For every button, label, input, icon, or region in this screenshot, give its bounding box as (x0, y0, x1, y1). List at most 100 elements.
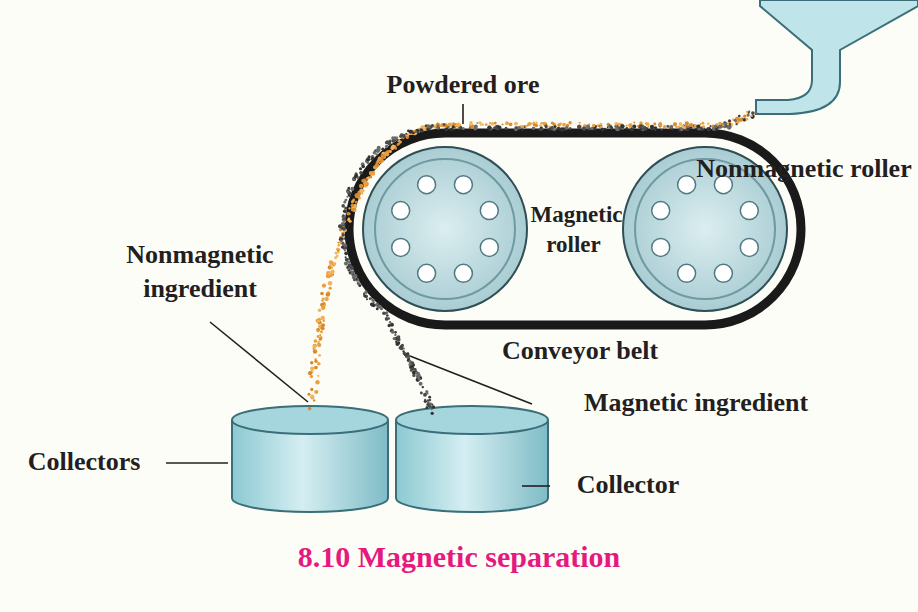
magnetic-grain (372, 303, 376, 307)
magnetic-grain (361, 165, 365, 169)
magnetic-grain (396, 136, 398, 138)
nonmagnetic-grain (318, 320, 322, 324)
ore-grain (728, 120, 731, 123)
ore-grain (604, 128, 606, 130)
magnetic-grain (370, 158, 372, 160)
nonmagnetic-grain (307, 393, 310, 396)
ore-grain (751, 115, 753, 117)
nonmagnetic-grain (328, 281, 333, 286)
roller-holes (392, 176, 759, 283)
label-box: Magnetic ingredient (536, 386, 856, 420)
nonmagnetic-grain (396, 143, 399, 146)
magnetic-grain (426, 124, 430, 128)
nonmagnetic-grain (337, 242, 339, 244)
magnetic-grain (344, 256, 346, 258)
ore-grain (628, 123, 632, 127)
ore-grain (626, 125, 628, 127)
magnetic-grain (354, 175, 357, 178)
ore-grain (747, 114, 750, 117)
ore-grain (592, 124, 596, 128)
nonmagnetic-grain (380, 154, 384, 158)
label-box: Nonmagnetic ingredient (95, 238, 305, 306)
ore-grain (487, 126, 491, 130)
hopper-funnel (756, 0, 918, 114)
magnetic-grain (352, 178, 355, 181)
nonmagnetic-grain (352, 199, 355, 202)
ore-grain (701, 122, 704, 125)
magnetic-grain (380, 307, 383, 310)
figure-caption: 8.10 Magnetic separation (0, 540, 918, 574)
magnetic-grain (341, 222, 345, 226)
nonmagnetic-grain (363, 179, 366, 182)
roller-hole (480, 202, 498, 220)
nonmagnetic-grain (326, 292, 330, 296)
ore-grain (527, 122, 531, 126)
magnetic-grain (353, 279, 356, 282)
magnetic-grain (403, 352, 407, 356)
ore-grain (521, 125, 524, 128)
nonmagnetic-grain (331, 263, 335, 267)
ore-grain (579, 122, 581, 124)
roller-hole (454, 264, 472, 282)
magnetic-grain (386, 314, 389, 317)
nonmagnetic-grain (347, 219, 350, 222)
magnetic-grain (345, 258, 348, 261)
ore-grain (755, 111, 758, 114)
ore-grain (445, 127, 449, 131)
nonmagnetic-grain (333, 262, 336, 265)
magnetic-grain (429, 402, 432, 405)
ore-grain (640, 128, 642, 130)
ore-grain (696, 124, 700, 128)
nonmagnetic-grain (329, 287, 332, 290)
magnetic-grain (385, 140, 389, 144)
nonmagnetic-grain (329, 264, 332, 267)
ore-grain (480, 124, 482, 126)
nonmagnetic-grain (336, 247, 339, 250)
label-box: Magnetic roller (520, 200, 630, 260)
magnetic-grain (401, 344, 404, 347)
ore-grain (734, 119, 737, 122)
nonmagnetic-grain (375, 163, 379, 167)
nonmagnetic-grain (388, 150, 390, 152)
nonmagnetic-grain (310, 395, 314, 399)
nonmagnetic-grain (369, 176, 372, 179)
ore-grain (689, 123, 693, 127)
nonmagnetic-grain (314, 390, 318, 394)
ore-grain (658, 122, 662, 126)
magnetic-grain (357, 282, 360, 285)
ore-grain (476, 122, 478, 124)
ore-grain (494, 127, 496, 129)
magnetic-grain (342, 218, 346, 222)
ore-grain (630, 128, 633, 131)
magnetic-grain (420, 129, 422, 131)
nonmagnetic-grain (405, 135, 409, 139)
magnetic-grain (364, 291, 367, 294)
ore-grain (743, 115, 746, 118)
nonmagnetic-grain (367, 177, 370, 180)
magnetic-grain (393, 337, 396, 340)
magnetic-grain (366, 157, 370, 161)
ore-grain (474, 125, 478, 129)
magnetic-grain (406, 354, 409, 357)
magnetic-grain (342, 219, 345, 222)
ore-grain (610, 126, 612, 128)
magnetic-grain (348, 261, 351, 264)
nonmagnetic-grain (359, 189, 364, 194)
ore-grain (485, 123, 488, 126)
nonmagnetic-grain (331, 272, 334, 275)
nonmagnetic-grain (314, 339, 318, 343)
ore-grain (728, 120, 731, 123)
ore-grain (502, 123, 504, 125)
magnetic-grain (437, 126, 440, 129)
nonmagnetic-grain (318, 354, 321, 357)
ore-grain (456, 123, 460, 127)
ore-grain (586, 125, 590, 129)
ore-grain (727, 124, 729, 126)
ore-grain (535, 122, 537, 124)
magnetic-grain (371, 298, 375, 302)
magnetic-grain (354, 174, 358, 178)
magnetic-grain (354, 176, 356, 178)
magnetic-grain (378, 305, 381, 308)
ore-grain (659, 122, 661, 124)
ore-grain (712, 127, 715, 130)
